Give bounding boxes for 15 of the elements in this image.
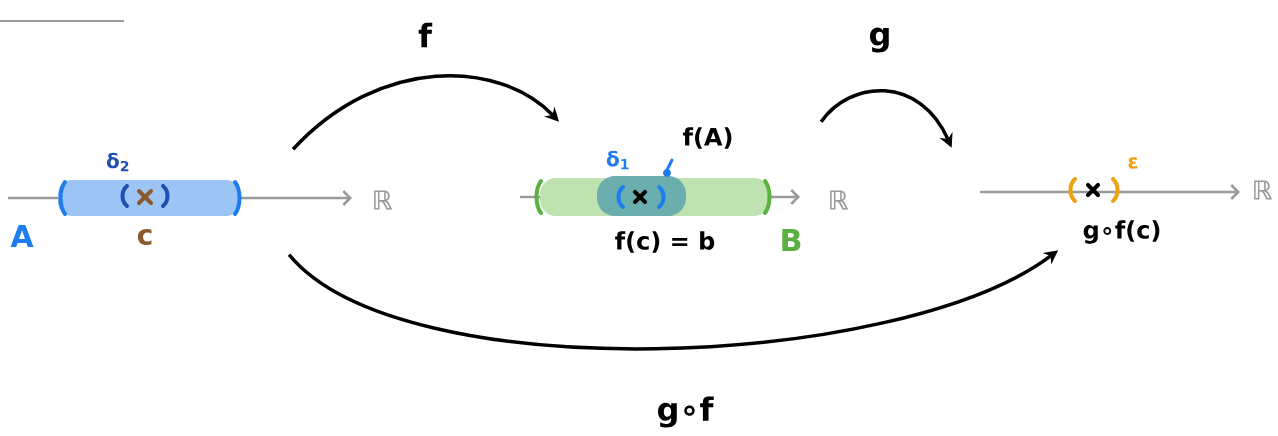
delta-label: δ$_{2}$: [106, 152, 129, 172]
epsilon-label: ε: [1128, 157, 1138, 169]
point-label: c: [137, 228, 152, 246]
set-label: B: [782, 229, 801, 251]
edge-label: g∘f: [655, 395, 715, 429]
axis-label: ℝ: [374, 190, 393, 210]
delta-label: δ$_{1}$: [606, 150, 629, 170]
edge-label: g: [867, 26, 893, 54]
edge-label: f: [417, 21, 433, 49]
axis-label: ℝ: [1254, 180, 1273, 200]
point-label: f(c) = b: [615, 231, 715, 253]
set-label: A: [10, 225, 34, 247]
image-label: f(A): [683, 127, 732, 149]
point-label: g∘f(c): [1083, 220, 1160, 244]
axis-label: ℝ: [830, 190, 849, 210]
